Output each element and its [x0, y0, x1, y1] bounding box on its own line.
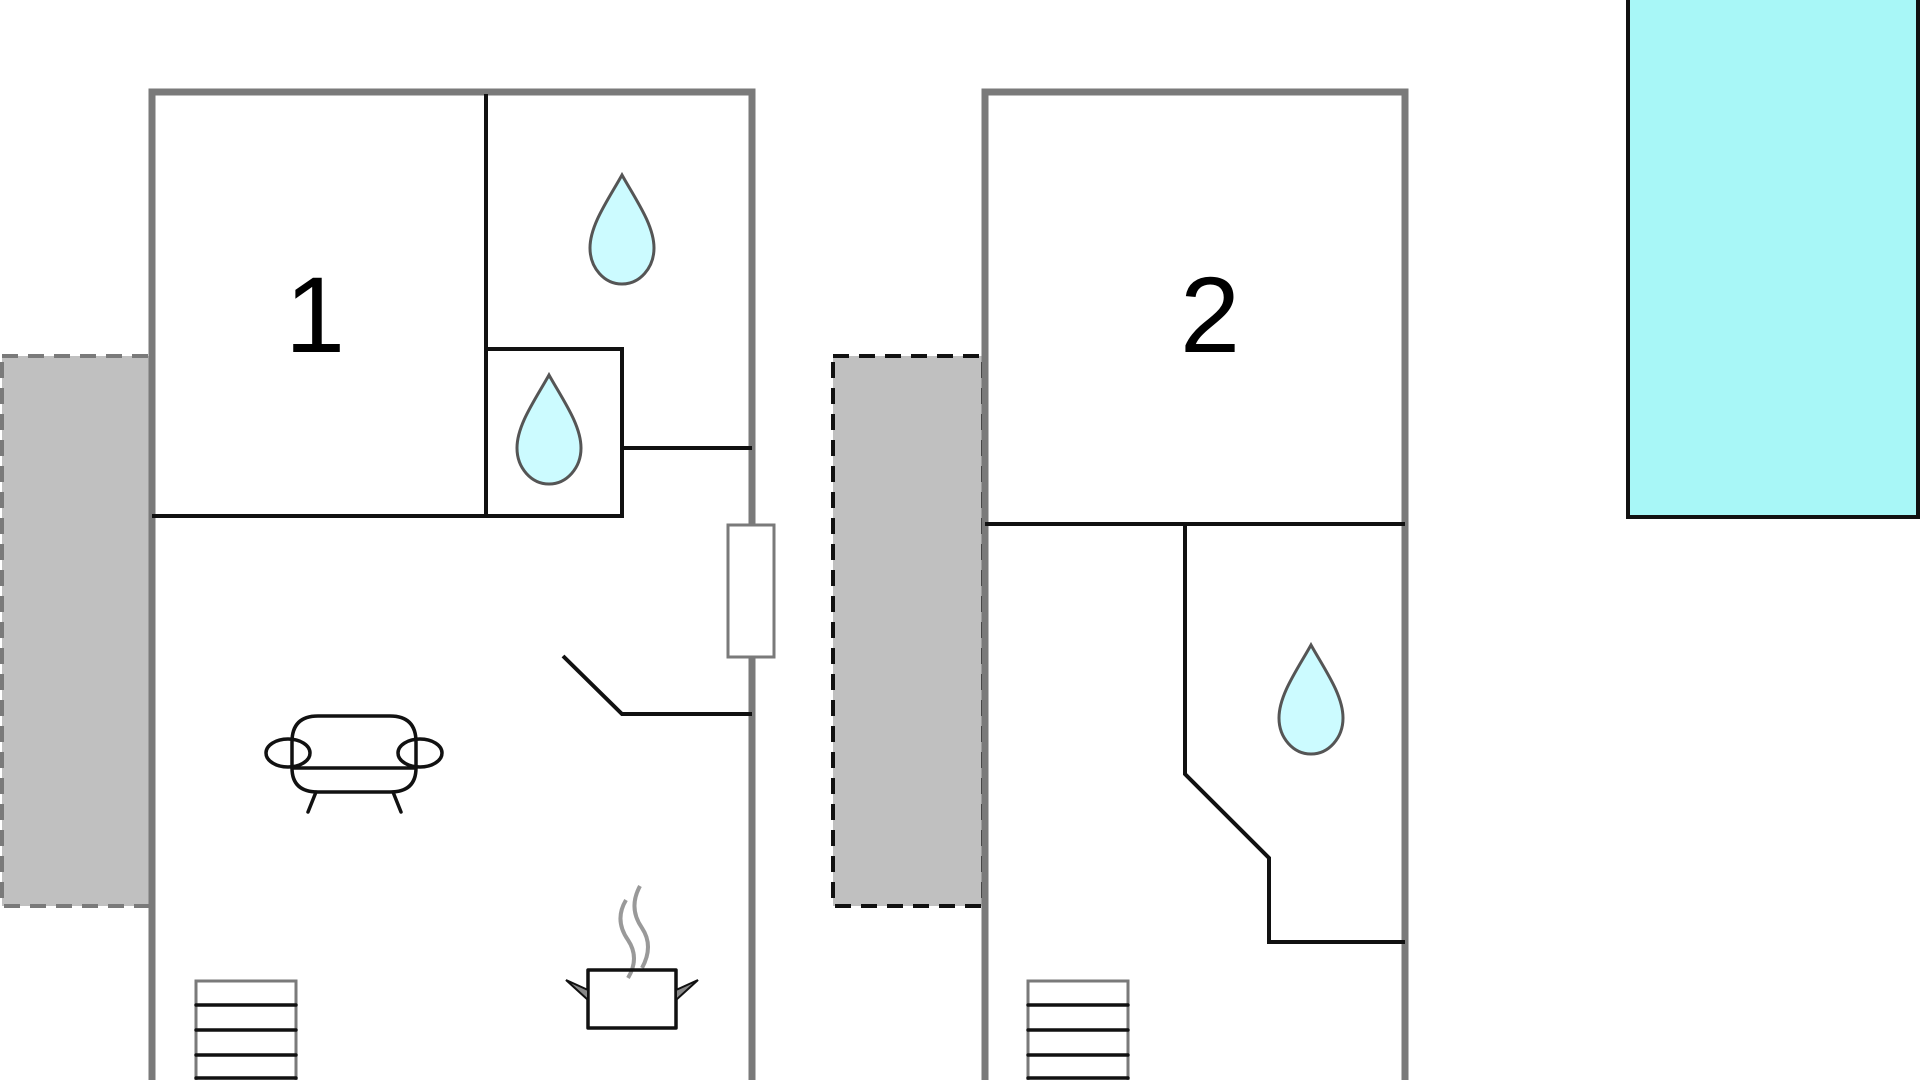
water-drop-icon — [588, 171, 656, 286]
outer-wall-floor-2 — [981, 88, 1409, 1080]
floor-1: 1 — [0, 88, 776, 1080]
water-drop-icon — [515, 371, 583, 486]
water-drop-icon — [1277, 641, 1345, 756]
outer-wall-floor-1 — [148, 88, 756, 1080]
stairs-icon — [1026, 979, 1130, 1080]
door-swing — [561, 654, 752, 716]
floor-2: 2 — [831, 88, 1409, 1080]
terrace-floor-1 — [0, 354, 154, 908]
pool — [1626, 0, 1920, 519]
stairs-icon — [194, 979, 298, 1080]
room-number-1: 1 — [285, 254, 345, 375]
inner-wall — [1183, 524, 1405, 944]
sofa-icon — [264, 714, 444, 814]
terrace-floor-2 — [831, 354, 985, 908]
room-number-2: 2 — [1180, 254, 1240, 375]
inner-wall — [152, 347, 624, 518]
cooking-pot-icon — [565, 885, 699, 1030]
window-icon — [726, 523, 776, 659]
